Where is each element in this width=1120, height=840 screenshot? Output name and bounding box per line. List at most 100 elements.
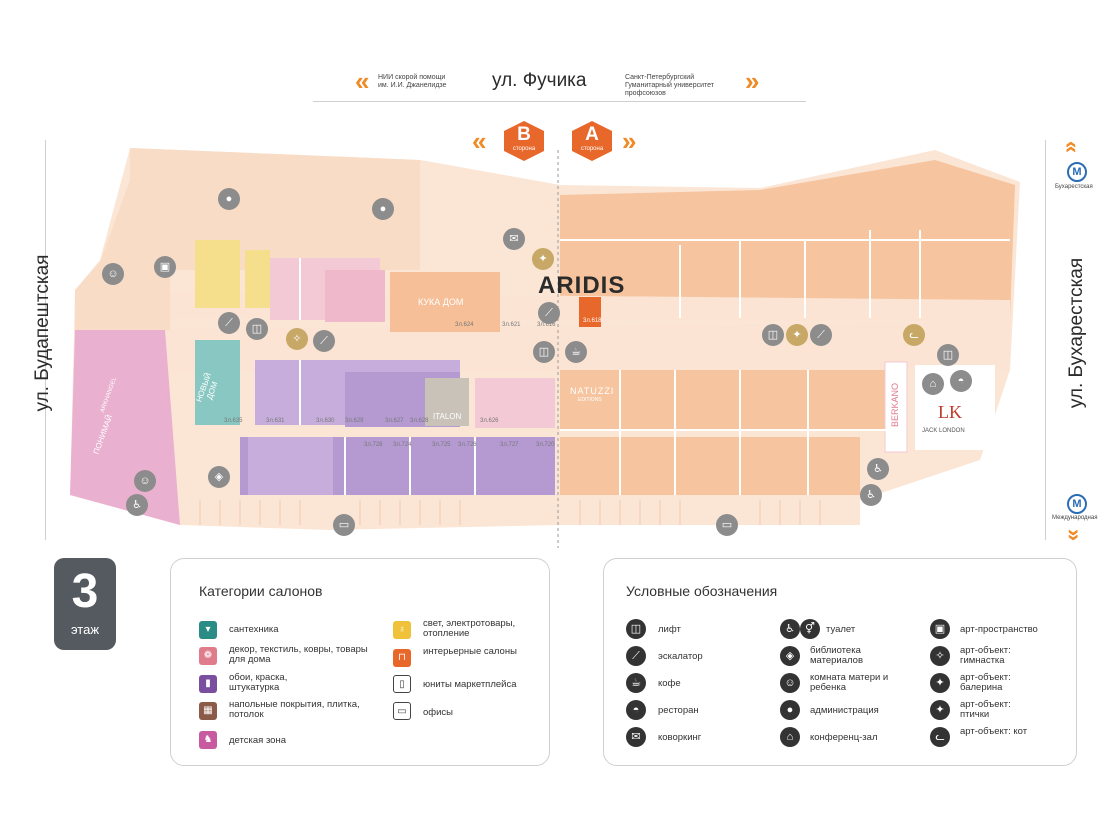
chat-icon: ✉ bbox=[626, 727, 646, 747]
elevator-icon[interactable]: ◫ bbox=[246, 318, 268, 340]
chat-icon[interactable]: ✉ bbox=[503, 228, 525, 250]
brand-natuzzi-sub: EDITIONS bbox=[578, 397, 602, 403]
category-label: напольные покрытия, плитка, потолок bbox=[229, 699, 360, 720]
brand-kuka-dom[interactable]: КУКА ДОМ bbox=[418, 297, 464, 307]
store-number[interactable]: 3л.725 bbox=[432, 442, 451, 448]
admin-icon: ● bbox=[780, 700, 800, 720]
brand-berkano[interactable]: BERKANO bbox=[890, 383, 900, 428]
legend-title: Условные обозначения bbox=[626, 583, 778, 599]
store-number[interactable]: 3л.727 bbox=[500, 442, 519, 448]
top-note-right: Санкт-Петербургский Гуманитарный универс… bbox=[625, 74, 714, 97]
monitor-icon[interactable]: ▭ bbox=[716, 514, 738, 536]
escalator-icon[interactable]: ⟋ bbox=[810, 324, 832, 346]
legend-label: конференц-зал bbox=[810, 732, 878, 743]
street-line bbox=[313, 101, 806, 102]
toilet-icon: ♿ bbox=[780, 619, 800, 639]
side-a-word: сторона bbox=[580, 146, 604, 152]
metro-bottom-label: Международная bbox=[1052, 515, 1098, 521]
mother-child-icon[interactable]: ☺ bbox=[102, 263, 124, 285]
toilet-icon: ⚥ bbox=[800, 619, 820, 639]
admin-icon[interactable]: ● bbox=[218, 188, 240, 210]
store-number[interactable]: 3л.635 bbox=[224, 418, 243, 424]
gymnast-icon[interactable]: ✧ bbox=[286, 328, 308, 350]
cloche-icon[interactable]: ◓ bbox=[950, 370, 972, 392]
legend-label: ресторан bbox=[658, 705, 699, 716]
floor-word: этаж bbox=[70, 622, 100, 637]
category-label: обои, краска, штукатурка bbox=[229, 672, 288, 693]
escalator-icon[interactable]: ⟋ bbox=[313, 330, 335, 352]
cat-icon[interactable]: ᓚ bbox=[903, 324, 925, 346]
coffee-icon: ☕ bbox=[626, 673, 646, 693]
store-number[interactable]: 3л.728 bbox=[364, 442, 383, 448]
category-label: юниты маркетплейса bbox=[423, 679, 517, 690]
store-number[interactable]: 3л.630 bbox=[316, 418, 335, 424]
rocking-horse-icon: ♞ bbox=[199, 731, 217, 749]
art-space-icon[interactable]: ▣ bbox=[154, 256, 176, 278]
store-number[interactable]: 3л.627 bbox=[385, 418, 404, 424]
side-a-letter: А bbox=[585, 124, 599, 145]
jack-london-logo-icon: LK bbox=[938, 402, 962, 422]
brand-jack-london[interactable]: JACK LONDON bbox=[922, 428, 965, 434]
store-number[interactable]: 3л.726 bbox=[458, 442, 477, 448]
ballerina-icon[interactable]: ✦ bbox=[786, 324, 808, 346]
escalator-icon: ⟋ bbox=[626, 646, 646, 666]
chevron-right-icon: » bbox=[745, 66, 760, 96]
store-number[interactable]: 3л.724 bbox=[393, 442, 412, 448]
conference-icon: ⌂ bbox=[780, 727, 800, 747]
admin-icon[interactable]: ● bbox=[372, 198, 394, 220]
metro-icon: M bbox=[1067, 162, 1087, 182]
elevator-icon[interactable]: ◫ bbox=[762, 324, 784, 346]
decor-icon: ❁ bbox=[199, 647, 217, 665]
store-number[interactable]: 3л.629 bbox=[345, 418, 364, 424]
store-number[interactable]: 3л.616 bbox=[537, 322, 556, 328]
phone-icon: ▯ bbox=[393, 675, 411, 693]
store-number[interactable]: 3л.631 bbox=[266, 418, 285, 424]
elevator-icon[interactable]: ◫ bbox=[533, 341, 555, 363]
legend-label: арт-объект: балерина bbox=[960, 672, 1011, 693]
category-label: свет, электротовары, отопление bbox=[423, 618, 516, 639]
tiles-icon: ▦ bbox=[199, 702, 217, 720]
street-left-line bbox=[45, 140, 46, 540]
chevron-left-icon: « bbox=[472, 126, 487, 156]
store-number[interactable]: 3л.621 bbox=[502, 322, 521, 328]
legend-panel: Условные обозначения ◫ лифт ⟋ эскалатор … bbox=[603, 558, 1077, 766]
store-number[interactable]: 3л.720 bbox=[536, 442, 555, 448]
mother-child-icon: ☺ bbox=[780, 673, 800, 693]
mother-child-icon[interactable]: ☺ bbox=[134, 470, 156, 492]
sink-icon: ▾ bbox=[199, 621, 217, 639]
brand-italon[interactable]: ITALON bbox=[433, 412, 462, 421]
bird-icon[interactable]: ✦ bbox=[532, 248, 554, 270]
escalator-icon[interactable]: ⟋ bbox=[218, 312, 240, 334]
store-number[interactable]: 3л.624 bbox=[455, 322, 474, 328]
accessible-icon[interactable]: ♿ bbox=[860, 484, 882, 506]
toilet-icon[interactable]: ♿ bbox=[126, 494, 148, 516]
cat-icon: ᓚ bbox=[930, 727, 950, 747]
elevator-icon[interactable]: ◫ bbox=[937, 344, 959, 366]
conference-icon[interactable]: ⌂ bbox=[922, 373, 944, 395]
coffee-icon[interactable]: ☕ bbox=[565, 341, 587, 363]
paint-roller-icon: ▮ bbox=[199, 675, 217, 693]
legend-label: лифт bbox=[658, 624, 681, 635]
legend-label: туалет bbox=[826, 624, 856, 635]
store-number[interactable]: 3л.618 bbox=[583, 318, 602, 324]
legend-label: библиотека материалов bbox=[810, 645, 863, 666]
category-label: детская зона bbox=[229, 735, 286, 746]
library-icon: ◈ bbox=[780, 646, 800, 666]
legend-label: арт-объект: птички bbox=[960, 699, 1011, 720]
monitor-icon[interactable]: ▭ bbox=[333, 514, 355, 536]
elevator-icon: ◫ bbox=[626, 619, 646, 639]
metro-icon: M bbox=[1067, 494, 1087, 514]
floor-map bbox=[70, 148, 1020, 548]
escalator-icon[interactable]: ⟋ bbox=[538, 302, 560, 324]
legend-label: комната матери и ребенка bbox=[810, 672, 889, 693]
brand-natuzzi[interactable]: NATUZZI bbox=[570, 386, 615, 396]
toilet-icon[interactable]: ♿ bbox=[867, 458, 889, 480]
side-a-badge[interactable]: А сторона bbox=[572, 121, 612, 161]
legend-label: арт-объект: кот bbox=[960, 726, 1028, 737]
store-number[interactable]: 3л.628 bbox=[410, 418, 429, 424]
store-number[interactable]: 3л.626 bbox=[480, 418, 499, 424]
library-icon[interactable]: ◈ bbox=[208, 466, 230, 488]
category-label: офисы bbox=[423, 707, 453, 718]
cloche-icon: ◓ bbox=[626, 700, 646, 720]
brand-aridis[interactable]: ARIDIS bbox=[538, 272, 626, 299]
